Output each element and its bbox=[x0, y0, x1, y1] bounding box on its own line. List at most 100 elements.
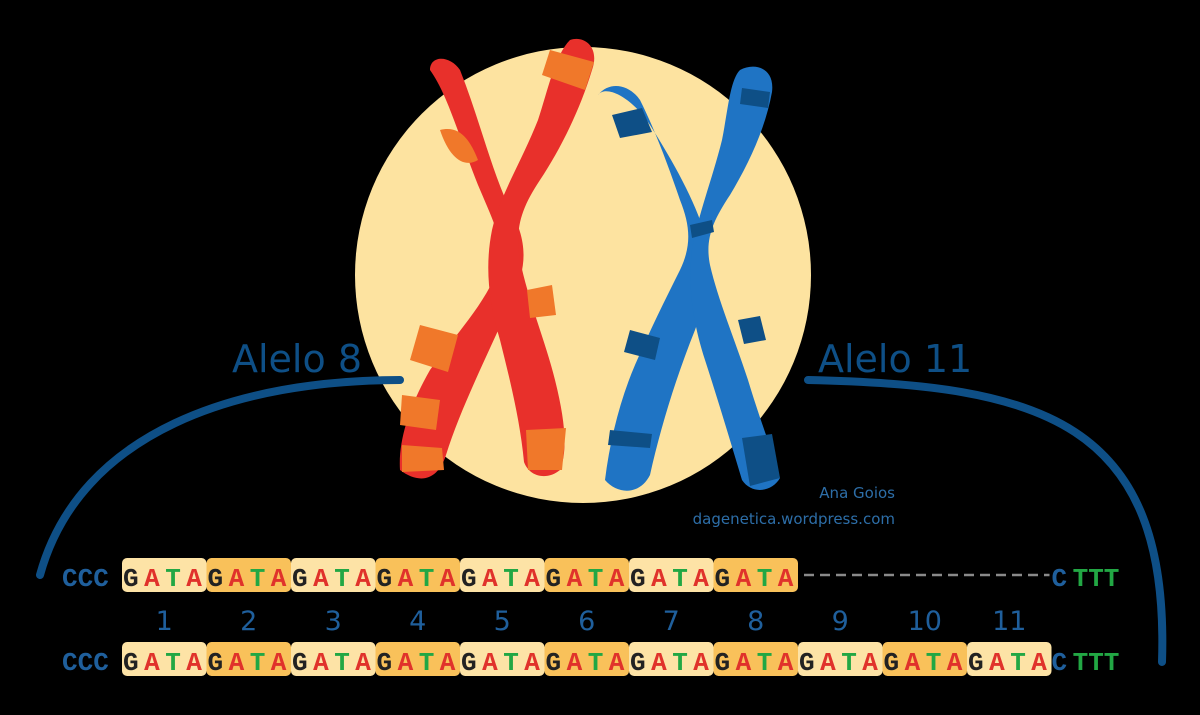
repeat-3-base-G: G bbox=[292, 648, 308, 678]
repeat-8-base-A: A bbox=[736, 648, 752, 678]
repeat-7-base-T: T bbox=[672, 648, 688, 678]
repeat-2-base-G: G bbox=[208, 564, 224, 594]
repeat-4-base-T: T bbox=[419, 648, 435, 678]
repeat-6-base-T: T bbox=[588, 648, 604, 678]
repeat-11-base-T: T bbox=[1010, 648, 1026, 678]
repeat-number-1: 1 bbox=[156, 606, 173, 637]
repeat-1-base-G: G bbox=[123, 648, 139, 678]
repeat-7-base-T: T bbox=[672, 564, 688, 594]
chromosome-orange-band-6 bbox=[526, 428, 566, 470]
repeat-1-base-T: T bbox=[165, 648, 181, 678]
repeat-box-1 bbox=[122, 558, 207, 592]
repeat-6-base-G: G bbox=[546, 564, 562, 594]
repeat-10-base-G: G bbox=[884, 648, 900, 678]
chromosome-orange-band-2 bbox=[542, 50, 594, 90]
repeat-3-base-A: A bbox=[355, 648, 371, 678]
repeat-10-base-A: A bbox=[947, 648, 963, 678]
repeat-5-base-G: G bbox=[461, 564, 477, 594]
repeat-number-5: 5 bbox=[494, 606, 511, 637]
repeat-box-8 bbox=[713, 642, 798, 676]
repeat-box-7 bbox=[629, 642, 714, 676]
repeat-7-base-A: A bbox=[651, 564, 667, 594]
flank-right-ttt: TTT bbox=[1073, 648, 1120, 678]
flank-right-c: C bbox=[1052, 564, 1068, 594]
repeat-1-base-A: A bbox=[186, 564, 202, 594]
repeat-4-base-T: T bbox=[419, 564, 435, 594]
repeat-box-5 bbox=[460, 642, 545, 676]
repeat-5-base-T: T bbox=[503, 648, 519, 678]
repeat-3-base-A: A bbox=[355, 564, 371, 594]
repeat-3-base-A: A bbox=[313, 648, 329, 678]
repeat-1-base-T: T bbox=[165, 564, 181, 594]
repeat-3-base-T: T bbox=[334, 564, 350, 594]
repeat-6-base-T: T bbox=[588, 564, 604, 594]
repeat-number-8: 8 bbox=[747, 606, 764, 637]
chromosome-blue-arm-b bbox=[690, 66, 780, 490]
repeat-10-base-T: T bbox=[926, 648, 942, 678]
repeat-6-base-G: G bbox=[546, 648, 562, 678]
repeat-box-2 bbox=[206, 558, 291, 592]
repeat-number-6: 6 bbox=[578, 606, 595, 637]
repeat-7-base-G: G bbox=[630, 648, 646, 678]
repeat-box-11 bbox=[967, 642, 1052, 676]
repeat-7-base-G: G bbox=[630, 564, 646, 594]
credit-site: dagenetica.wordpress.com bbox=[693, 510, 895, 528]
repeat-8-base-A: A bbox=[778, 564, 794, 594]
repeat-6-base-A: A bbox=[567, 648, 583, 678]
repeat-10-base-A: A bbox=[905, 648, 921, 678]
repeat-8-base-T: T bbox=[757, 564, 773, 594]
repeat-9-base-G: G bbox=[799, 648, 815, 678]
repeat-6-base-A: A bbox=[567, 564, 583, 594]
flank-left-ccc: CCC bbox=[62, 564, 109, 594]
repeat-1-base-A: A bbox=[144, 648, 160, 678]
repeat-7-base-A: A bbox=[693, 648, 709, 678]
chromosome-blue-band-3 bbox=[624, 330, 660, 360]
chromosome-orange-band-1 bbox=[440, 129, 478, 163]
repeat-3-base-T: T bbox=[334, 648, 350, 678]
chromosome-orange-band-5 bbox=[527, 285, 556, 318]
chromosome-blue-band-6 bbox=[742, 434, 780, 486]
repeat-2-base-A: A bbox=[271, 564, 287, 594]
repeat-11-base-G: G bbox=[968, 648, 984, 678]
chromosome-allele-11 bbox=[598, 66, 780, 491]
repeat-2-base-T: T bbox=[250, 648, 266, 678]
repeat-1-base-A: A bbox=[186, 648, 202, 678]
repeat-box-9 bbox=[798, 642, 883, 676]
chromosome-red-arm-b bbox=[488, 38, 595, 477]
repeat-box-1 bbox=[122, 642, 207, 676]
repeat-5-base-T: T bbox=[503, 564, 519, 594]
repeat-2-base-A: A bbox=[229, 648, 245, 678]
repeat-5-base-A: A bbox=[482, 648, 498, 678]
repeat-1-base-A: A bbox=[144, 564, 160, 594]
chromosome-blue-band-1 bbox=[612, 108, 652, 138]
repeat-6-base-A: A bbox=[609, 564, 625, 594]
repeat-4-base-A: A bbox=[440, 564, 456, 594]
repeat-number-4: 4 bbox=[409, 606, 426, 637]
repeat-2-base-A: A bbox=[229, 564, 245, 594]
repeat-box-3 bbox=[291, 558, 376, 592]
repeat-box-10 bbox=[882, 642, 967, 676]
repeat-box-8 bbox=[713, 558, 798, 592]
chromosome-blue-band-2 bbox=[740, 88, 770, 108]
repeat-box-4 bbox=[375, 558, 460, 592]
repeat-4-base-G: G bbox=[377, 564, 393, 594]
repeat-number-7: 7 bbox=[663, 606, 680, 637]
repeat-1-base-G: G bbox=[123, 564, 139, 594]
repeat-box-4 bbox=[375, 642, 460, 676]
repeat-5-base-A: A bbox=[482, 564, 498, 594]
repeat-number-2: 2 bbox=[240, 606, 257, 637]
left-allele-curve bbox=[36, 376, 404, 579]
chromosome-orange-band-7 bbox=[402, 445, 444, 472]
repeat-4-base-A: A bbox=[440, 648, 456, 678]
chromosome-blue-band-4 bbox=[608, 430, 652, 448]
repeat-7-base-A: A bbox=[651, 648, 667, 678]
repeat-11-base-A: A bbox=[989, 648, 1005, 678]
repeat-number-10: 10 bbox=[908, 606, 942, 637]
repeat-11-base-A: A bbox=[1031, 648, 1047, 678]
repeat-7-base-A: A bbox=[693, 564, 709, 594]
repeat-9-base-T: T bbox=[841, 648, 857, 678]
repeat-box-6 bbox=[544, 642, 629, 676]
